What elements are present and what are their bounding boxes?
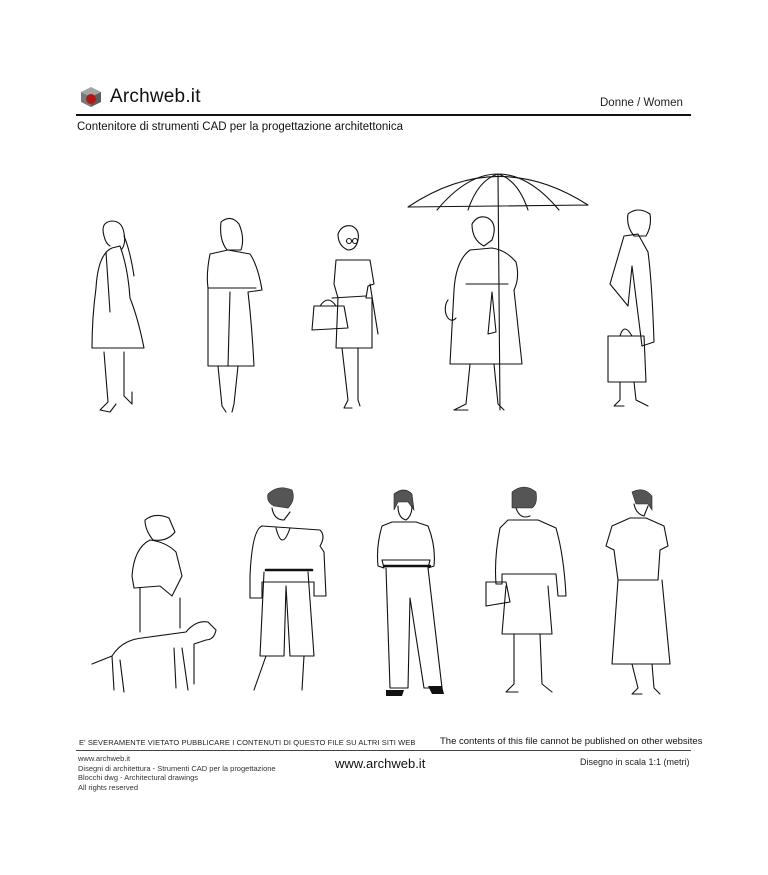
warning-english: The contents of this file cannot be publ… [440,736,703,747]
figure-woman-with-dog [91,514,217,693]
footer-line-description: Disegni di architettura - Strumenti CAD … [78,763,276,773]
footer-line-rights: All rights reserved [78,782,139,792]
figure-woman-back-view [206,217,263,413]
footer-rule [76,750,691,751]
header-rule [76,114,691,116]
figure-woman-glasses-handbag [311,225,379,409]
figure-woman-jumpsuit [376,489,444,696]
figure-woman-umbrella [407,173,589,411]
footer-website-link[interactable]: www.archweb.it [335,756,426,771]
brand-name: Archweb.it [110,86,201,107]
archweb-logo-icon [81,87,101,107]
footer-line-blocks: Blocchi dwg - Architectural drawings [78,773,199,783]
drawing-scale: Disegno in scala 1:1 (metri) [580,757,690,767]
footer-credits: www.archweb.it Disegni di architettura -… [78,754,276,792]
figure-woman-jacket-purse [485,486,567,693]
figure-woman-shopping-bag [607,209,655,407]
figure-woman-trench-coat [91,220,145,413]
figure-woman-blazer [249,487,327,691]
footer-line-url: www.archweb.it [78,754,131,763]
figure-woman-skirt [605,489,671,695]
category-label: Donne / Women [600,97,683,109]
subtitle: Contenitore di strumenti CAD per la prog… [77,121,404,133]
warning-italian: E' SEVERAMENTE VIETATO PUBBLICARE I CONT… [79,738,416,747]
